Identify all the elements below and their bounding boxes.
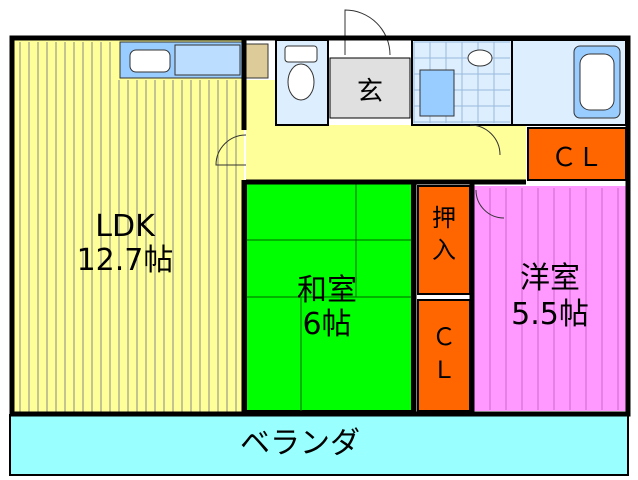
closet-upper-label: ＣＬ [551, 143, 603, 173]
hall-area [246, 125, 526, 180]
washitsu-size: 6帖 [302, 307, 351, 342]
closet-lower-char2: Ｌ [432, 356, 456, 384]
door-swings [215, 124, 505, 219]
shower-icon [467, 49, 493, 67]
washbasin-icon [419, 69, 455, 117]
door-swing-icon [344, 9, 391, 56]
oshiire [417, 185, 471, 295]
closet-lower [417, 299, 471, 412]
tatami-lines [246, 183, 412, 411]
ldk-size: 12.7帖 [77, 243, 174, 278]
oshiire-char1: 押 [432, 204, 456, 232]
oshiire-char2: 入 [432, 236, 456, 264]
closet-upper [527, 127, 627, 181]
ldk-room [14, 40, 269, 414]
veranda-area [9, 414, 629, 476]
youshitsu-room [474, 186, 626, 411]
youshitsu-size: 5.5帖 [511, 297, 589, 332]
entry-hall-strip [246, 80, 276, 125]
youshitsu-name: 洋室 [520, 261, 580, 296]
walls [9, 35, 631, 417]
ldk-name: LDK [95, 209, 156, 244]
genkan-area [329, 57, 411, 119]
washitsu-name: 和室 [297, 273, 357, 308]
toilet-icon [284, 45, 318, 101]
genkan-label: 玄 [357, 77, 383, 107]
veranda-label: ベランダ [240, 426, 360, 461]
closet-lower-char1: Ｃ [432, 323, 456, 351]
